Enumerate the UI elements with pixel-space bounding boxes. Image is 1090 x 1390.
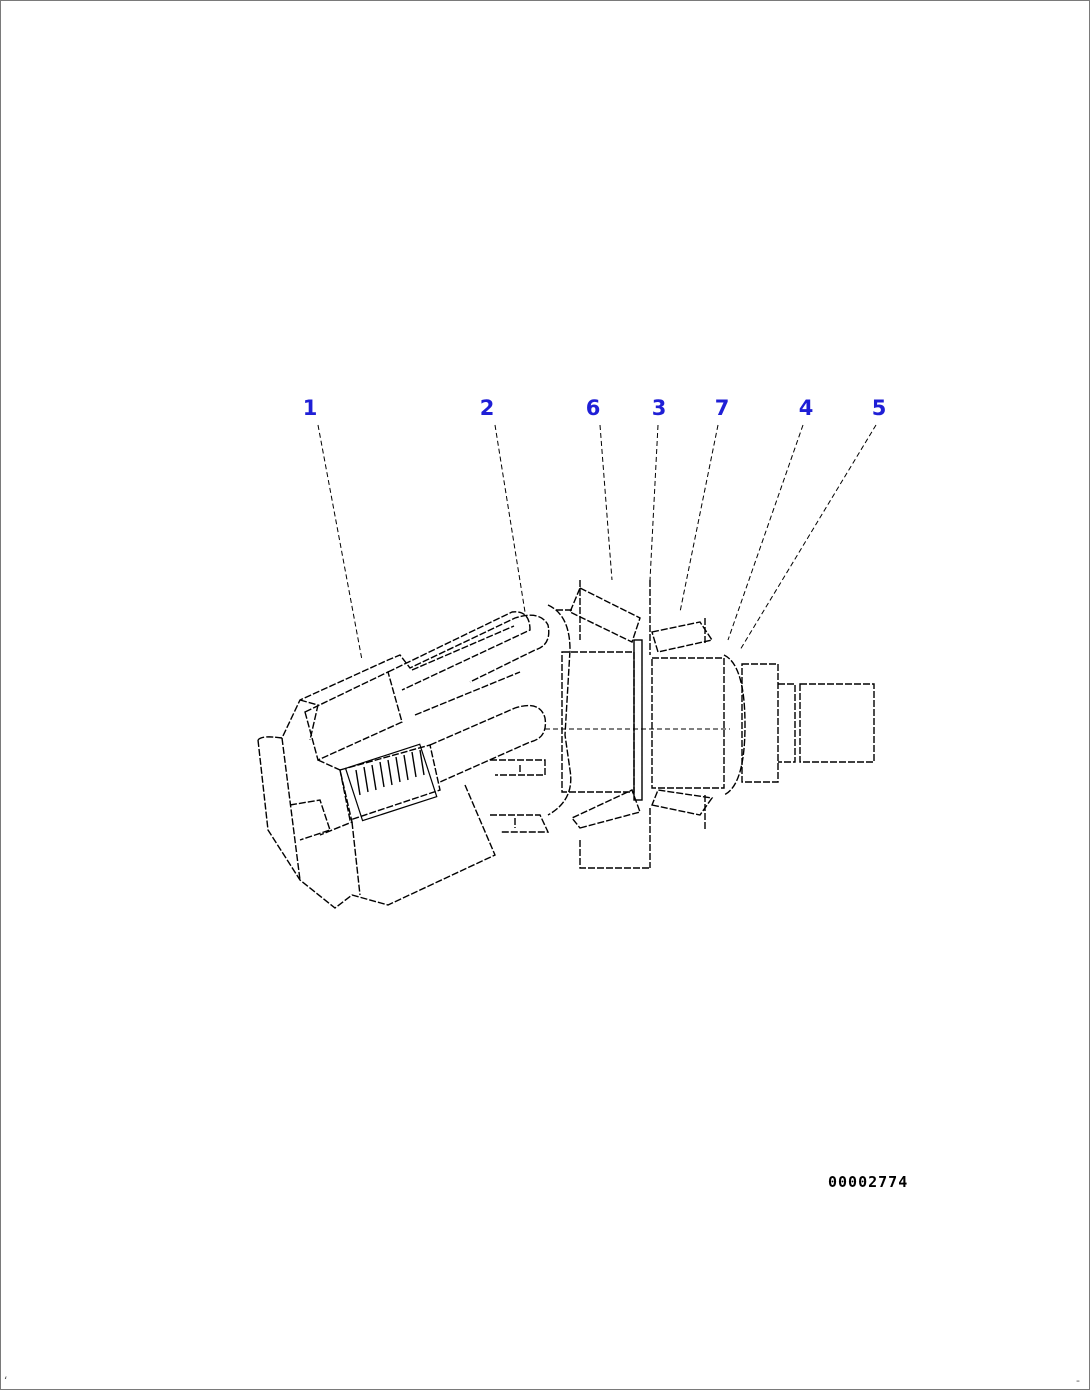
callout-6[interactable]: 6: [586, 396, 601, 420]
part-1-housing: [257, 611, 550, 909]
leader-lines: [317, 424, 877, 661]
part-7-bearing: [651, 618, 714, 830]
callout-4[interactable]: 4: [799, 396, 814, 420]
part-2-cradle: [490, 604, 572, 833]
callout-2[interactable]: 2: [480, 396, 495, 420]
callout-3[interactable]: 3: [652, 396, 667, 420]
part-6-bearing-blocks: [555, 580, 651, 869]
part-3-shaft-body: [545, 580, 730, 801]
corner-mark-bottom-right: -: [1076, 1374, 1080, 1387]
callout-7[interactable]: 7: [715, 396, 730, 420]
part-5-end-cap: [741, 663, 875, 783]
callout-1[interactable]: 1: [303, 396, 318, 420]
spring-element: [344, 743, 438, 822]
part-4-collar: [651, 654, 746, 796]
drawing-id: 00002774: [828, 1173, 908, 1191]
callout-5[interactable]: 5: [872, 396, 887, 420]
corner-mark-bottom-left: ʻ: [4, 1374, 8, 1387]
